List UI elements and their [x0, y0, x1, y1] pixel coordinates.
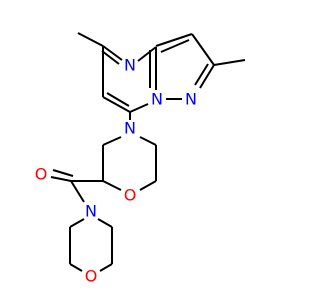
bond	[106, 92, 130, 107]
bond	[97, 218, 113, 228]
bond	[69, 263, 83, 272]
bond	[213, 59, 246, 66]
bond	[139, 136, 157, 146]
bond	[102, 96, 131, 113]
atom-n-morpholine-top: N	[124, 119, 136, 138]
atom-o-ring-bottom: O	[85, 267, 98, 286]
atom-n-pyrimidine: N	[124, 56, 136, 75]
bond	[129, 103, 149, 113]
bond	[191, 33, 215, 66]
bond	[50, 176, 72, 182]
bond	[102, 136, 122, 146]
bond	[102, 45, 123, 61]
bond	[52, 169, 74, 177]
bond	[70, 180, 85, 203]
bond	[69, 218, 85, 228]
bond	[102, 180, 122, 191]
molecule-structure: N N N N O O N O	[35, 32, 246, 286]
atom-o-ring-top: O	[124, 186, 137, 205]
bond	[155, 33, 193, 47]
atom-n-pyrazole: N	[185, 90, 197, 109]
atom-n-morpholine-bottom: N	[85, 202, 97, 221]
atom-o-carbonyl: O	[35, 165, 48, 184]
bond	[101, 50, 120, 65]
atom-labels: N N N N O O N O	[35, 56, 197, 286]
bond-lines	[50, 32, 246, 272]
bond	[194, 63, 209, 86]
atom-n-bridge: N	[151, 90, 163, 109]
bond	[77, 32, 104, 47]
bond	[139, 180, 157, 191]
bond	[160, 39, 190, 53]
bond	[99, 263, 113, 272]
bond	[137, 46, 157, 62]
bond	[199, 64, 215, 89]
